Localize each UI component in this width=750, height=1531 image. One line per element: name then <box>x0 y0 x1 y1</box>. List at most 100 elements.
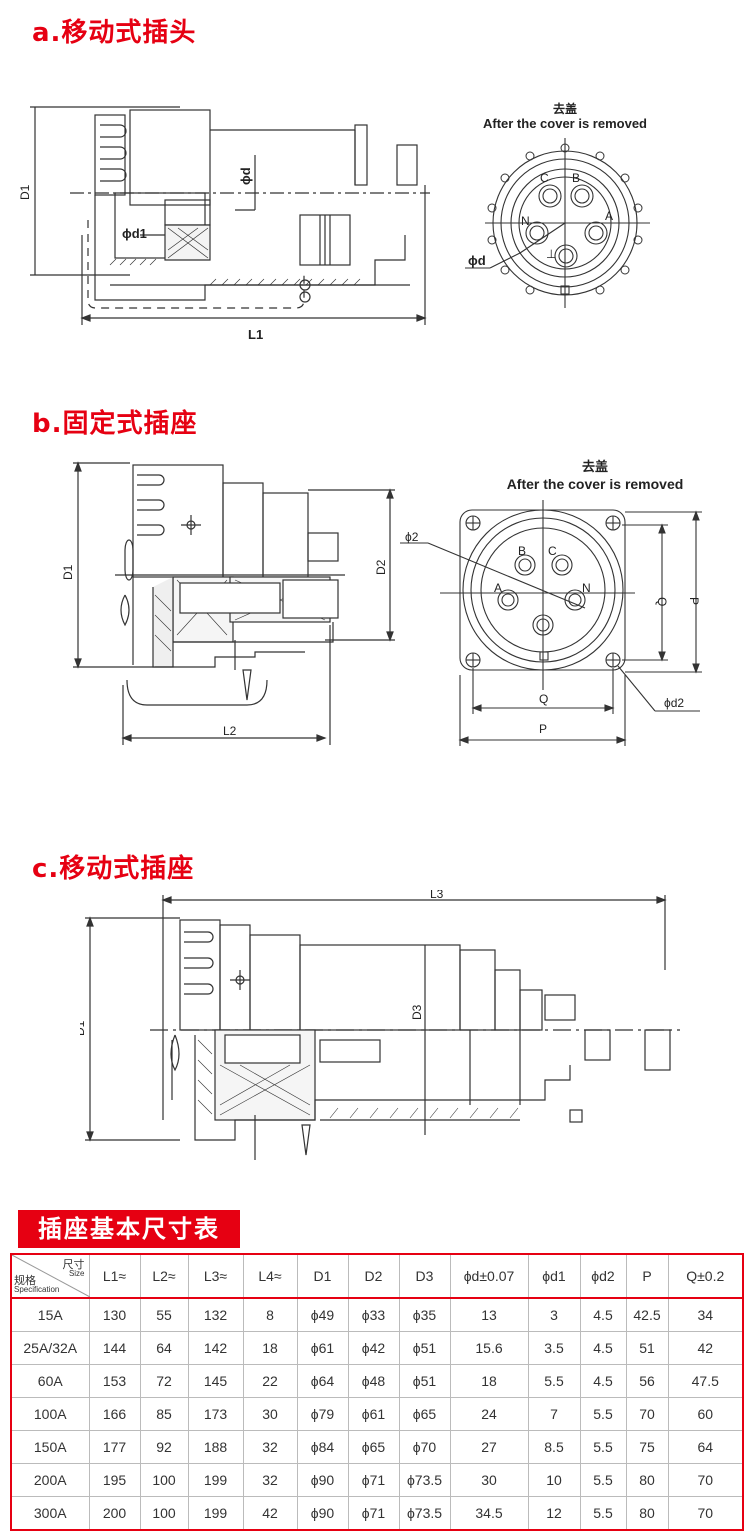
table-cell: 27 <box>449 1430 529 1464</box>
table-cell: 70 <box>667 1463 744 1497</box>
label-d3: D3 <box>410 1004 424 1020</box>
table-cell: 32 <box>242 1463 298 1497</box>
table-cell: 70 <box>625 1397 669 1431</box>
label-q-horizontal: Q <box>539 692 548 706</box>
corner-spec-cn: 规格 <box>14 1275 36 1287</box>
table-cell: 64 <box>667 1430 744 1464</box>
table-cell: 173 <box>187 1397 244 1431</box>
pin-label-c: C <box>548 544 557 558</box>
table-cell: 4.5 <box>579 1331 627 1365</box>
table-cell: 100 <box>139 1463 189 1497</box>
fixed-socket-face-view-drawing: B C A N ϕ2 Q P Q P ϕd2 <box>400 500 750 750</box>
table-cell: 4.5 <box>579 1364 627 1398</box>
table-cell: ϕ64 <box>296 1364 349 1398</box>
cover-caption-cn-b: 去盖 <box>581 460 608 475</box>
table-cell: 177 <box>88 1430 141 1464</box>
corner-size-cn: 尺寸 <box>62 1259 85 1271</box>
table-cell: 24 <box>449 1397 529 1431</box>
table-cell: 18 <box>242 1331 298 1365</box>
table-cell: 34.5 <box>449 1496 529 1531</box>
table-cell: 72 <box>139 1364 189 1398</box>
table-cell: 42 <box>242 1496 298 1531</box>
pin-label-a: A <box>494 581 502 595</box>
label-phi-2: ϕ2 <box>405 530 419 544</box>
table-cell: 55 <box>139 1297 189 1332</box>
table-cell: 145 <box>187 1364 244 1398</box>
table-cell: ϕ65 <box>347 1430 400 1464</box>
table-cell: 130 <box>88 1297 141 1332</box>
table-cell: ϕ33 <box>347 1297 400 1332</box>
table-cell: 5.5 <box>579 1430 627 1464</box>
table-cell: 144 <box>88 1331 141 1365</box>
label-d1: D1 <box>18 184 32 200</box>
table-cell: 199 <box>187 1496 244 1531</box>
label-d1: D1 <box>80 1020 87 1036</box>
table-cell: 5.5 <box>579 1397 627 1431</box>
table-cell: 47.5 <box>667 1364 744 1398</box>
table-cell: ϕ35 <box>398 1297 451 1332</box>
column-header: ϕd1 <box>527 1253 581 1299</box>
column-header: Q±0.2 <box>667 1253 744 1299</box>
label-d2: D2 <box>374 559 388 575</box>
column-header: L2≈ <box>139 1253 189 1299</box>
row-spec-cell: 15A <box>10 1297 90 1332</box>
table-cell: 8 <box>242 1297 298 1332</box>
section-b-title: b.固定式插座 <box>32 409 198 439</box>
cover-caption-en-a: After the cover is removed <box>482 116 647 131</box>
table-corner-header: 尺寸 Size 规格 Specification <box>10 1253 90 1299</box>
column-header: P <box>625 1253 669 1299</box>
table-cell: ϕ61 <box>296 1331 349 1365</box>
table-cell: 13 <box>449 1297 529 1332</box>
table-cell: 18 <box>449 1364 529 1398</box>
table-cell: 80 <box>625 1496 669 1531</box>
table-cell: 199 <box>187 1463 244 1497</box>
section-a-title: a.移动式插头 <box>32 18 197 48</box>
dimension-spec-table: 尺寸 Size 规格 Specification L1≈ L2≈ L3≈ L4≈… <box>10 1253 744 1531</box>
table-header-row: 尺寸 Size 规格 Specification L1≈ L2≈ L3≈ L4≈… <box>10 1253 744 1299</box>
table-cell: 5.5 <box>579 1463 627 1497</box>
table-cell: ϕ90 <box>296 1463 349 1497</box>
row-spec-cell: 150A <box>10 1430 90 1464</box>
column-header: ϕd±0.07 <box>449 1253 529 1299</box>
table-cell: 7 <box>527 1397 581 1431</box>
table-cell: 132 <box>187 1297 244 1332</box>
table-cell: ϕ79 <box>296 1397 349 1431</box>
pin-label-n: N <box>582 581 591 595</box>
column-header: L4≈ <box>242 1253 298 1299</box>
table-cell: 12 <box>527 1496 581 1531</box>
pin-label-b: B <box>572 171 580 185</box>
table-cell: 42.5 <box>625 1297 669 1332</box>
table-cell: 3.5 <box>527 1331 581 1365</box>
column-header: ϕd2 <box>579 1253 627 1299</box>
label-l3: L3 <box>430 890 444 901</box>
table-cell: ϕ42 <box>347 1331 400 1365</box>
label-l1: L1 <box>248 327 263 342</box>
pin-label-a: A <box>605 209 613 223</box>
row-spec-cell: 300A <box>10 1496 90 1531</box>
table-cell: 75 <box>625 1430 669 1464</box>
row-spec-cell: 25A/32A <box>10 1331 90 1365</box>
table-cell: ϕ90 <box>296 1496 349 1531</box>
table-cell: 34 <box>667 1297 744 1332</box>
table-cell: 70 <box>667 1496 744 1531</box>
mobile-socket-side-view-drawing: D1 D3 L3 <box>80 890 700 1190</box>
label-phi-d1: ϕd1 <box>122 226 147 241</box>
table-cell: 200 <box>88 1496 141 1531</box>
table-cell: ϕ48 <box>347 1364 400 1398</box>
pin-label-c: C <box>540 171 549 185</box>
table-cell: ϕ73.5 <box>398 1463 451 1497</box>
label-l2: L2 <box>223 724 237 738</box>
table-cell: 10 <box>527 1463 581 1497</box>
table-cell: ϕ71 <box>347 1496 400 1531</box>
table-cell: 5.5 <box>527 1364 581 1398</box>
table-cell: ϕ84 <box>296 1430 349 1464</box>
table-cell: 153 <box>88 1364 141 1398</box>
table-cell: ϕ51 <box>398 1331 451 1365</box>
column-header: D2 <box>347 1253 400 1299</box>
table-cell: 8.5 <box>527 1430 581 1464</box>
table-cell: 3 <box>527 1297 581 1332</box>
